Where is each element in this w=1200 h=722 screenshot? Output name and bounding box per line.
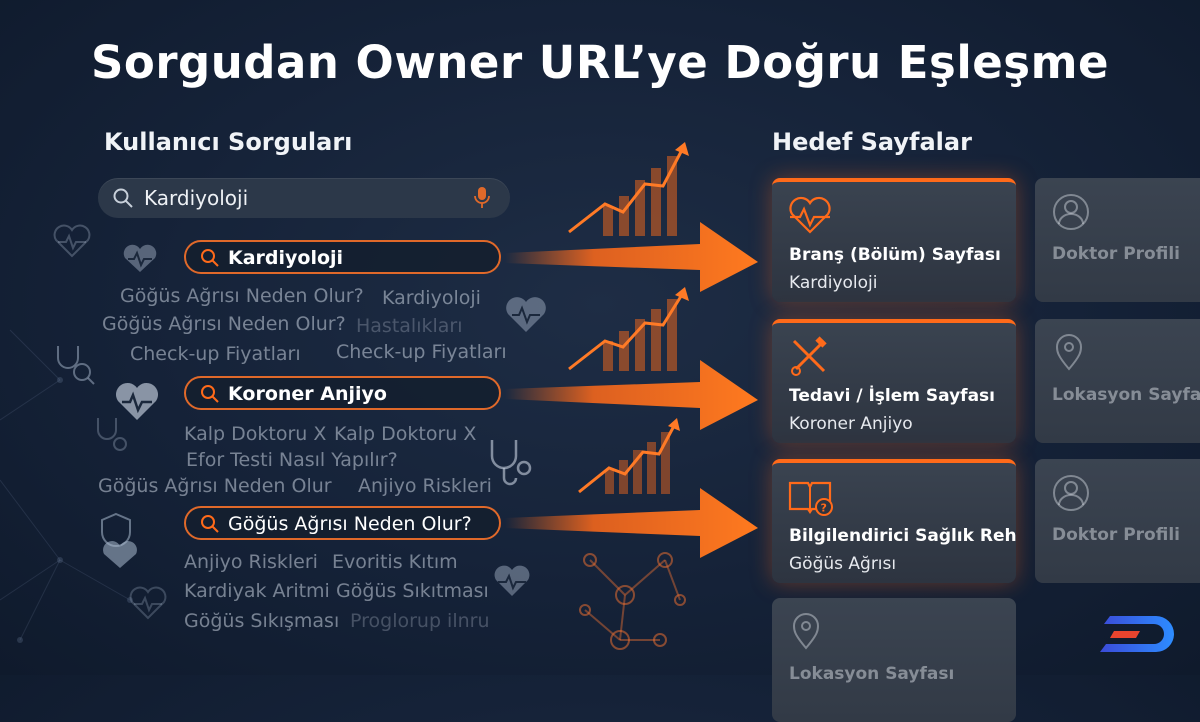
card-title: Branş (Bölüm) Sayfası	[789, 245, 1001, 265]
secondary-card-lokasyon[interactable]: Lokasyon Sayfası	[1035, 319, 1200, 443]
related-query: Anjiyo Riskleri	[358, 475, 492, 497]
query-pill-gogus-agrisi[interactable]: Göğüs Ağrısı Neden Olur?	[184, 506, 501, 540]
care-hand-heart-icon	[101, 512, 137, 568]
related-query: Anjiyo Riskleri	[184, 551, 318, 573]
stethoscope-icon	[57, 346, 95, 385]
target-card-rehber[interactable]: ? Bilgilendirici Sağlık Rehberi Göğüs Ağ…	[772, 459, 1016, 583]
related-query: Proglorup ilnru	[350, 610, 490, 632]
search-icon	[201, 249, 219, 267]
search-input[interactable]: Kardiyoloji	[144, 186, 249, 210]
card-subtitle: Kardiyoloji	[789, 273, 878, 293]
heart-pulse-icon	[789, 196, 831, 234]
card-title: Lokasyon Sayfası	[789, 664, 955, 684]
stethoscope-icon	[97, 418, 127, 451]
growth-chart-icon	[578, 418, 680, 494]
heart-pulse-icon	[115, 382, 159, 420]
target-card-tedavi[interactable]: Tedavi / İşlem Sayfası Koroner Anjiyo	[772, 319, 1016, 443]
related-query: Göğüs Sıkıtması	[336, 580, 489, 602]
mapping-arrows	[505, 222, 758, 558]
stethoscope-icon	[490, 440, 532, 486]
secondary-card-doktor[interactable]: Doktor Profili	[1035, 178, 1200, 302]
left-column-title: Kullanıcı Sorguları	[104, 128, 353, 156]
related-query: Efor Testi Nasıl Yapılır?	[186, 449, 398, 471]
card-title: Doktor Profili	[1052, 244, 1180, 264]
card-subtitle: Koroner Anjiyo	[789, 414, 913, 434]
card-subtitle: Göğüs Ağrısı	[789, 554, 897, 574]
microphone-icon[interactable]	[474, 186, 490, 210]
search-icon	[201, 515, 219, 533]
related-query: Göğüs Ağrısı Neden Olur?	[102, 313, 346, 335]
arrow-1	[505, 222, 758, 292]
growth-chart-icon	[568, 287, 689, 371]
related-query: Check-up Fiyatları	[130, 343, 301, 365]
card-title: Lokasyon Sayfası	[1052, 385, 1200, 405]
location-pin-icon	[1055, 334, 1083, 371]
secondary-card-doktor[interactable]: Doktor Profili	[1035, 459, 1200, 583]
card-title: Doktor Profili	[1052, 525, 1180, 545]
heart-pulse-icon	[53, 224, 91, 258]
search-bar[interactable]: Kardiyoloji	[98, 178, 510, 218]
query-label: Kardiyoloji	[228, 247, 344, 269]
heart-pulse-icon	[494, 565, 530, 596]
related-query: Check-up Fiyatları	[336, 341, 507, 363]
heart-pulse-icon	[123, 244, 157, 272]
related-query: Göğüs Ağrısı Neden Olur	[98, 475, 332, 497]
growth-chart-icon	[568, 142, 689, 236]
heart-pulse-icon	[506, 297, 546, 332]
location-pin-icon	[792, 613, 820, 650]
related-query: Göğüs Sıkışması	[184, 610, 340, 632]
related-query: Kalp Doktoru X	[184, 423, 327, 445]
search-icon	[201, 385, 219, 403]
book-question-icon: ?	[788, 481, 833, 516]
doctor-profile-icon	[1053, 475, 1089, 511]
brand-logo	[1100, 616, 1174, 652]
medical-tools-icon	[791, 336, 827, 376]
card-title: Bilgilendirici Sağlık Rehberi	[789, 526, 1016, 546]
query-pill-kardiyoloji[interactable]: Kardiyoloji	[184, 240, 501, 274]
doctor-profile-icon	[1053, 194, 1089, 230]
heart-pulse-icon	[129, 586, 167, 620]
network-background	[0, 329, 686, 650]
query-pill-koroner-anjiyo[interactable]: Koroner Anjiyo	[184, 376, 501, 410]
secondary-card-lokasyon[interactable]: Lokasyon Sayfası	[772, 598, 1016, 722]
arrow-3	[505, 488, 758, 558]
svg-text:?: ?	[821, 502, 827, 515]
page-title: Sorgudan Owner URL’ye Doğru Eşleşme	[91, 36, 1109, 89]
related-query: Kardiyoloji	[382, 287, 481, 309]
related-query: Göğüs Ağrısı Neden Olur?	[120, 285, 364, 307]
arrow-2	[505, 360, 758, 430]
related-query: Kardiyak Aritmi	[184, 580, 330, 602]
query-label: Göğüs Ağrısı Neden Olur?	[228, 513, 472, 535]
right-column-title: Hedef Sayfalar	[772, 128, 972, 156]
card-title: Tedavi / İşlem Sayfası	[789, 386, 995, 406]
related-query: Hastalıkları	[356, 315, 463, 337]
related-query: Evoritis Kıtım	[332, 551, 458, 573]
query-label: Koroner Anjiyo	[228, 383, 387, 405]
related-query: Kalp Doktoru X	[334, 423, 477, 445]
target-card-brans[interactable]: Branş (Bölüm) Sayfası Kardiyoloji	[772, 178, 1016, 302]
search-icon	[113, 188, 133, 208]
